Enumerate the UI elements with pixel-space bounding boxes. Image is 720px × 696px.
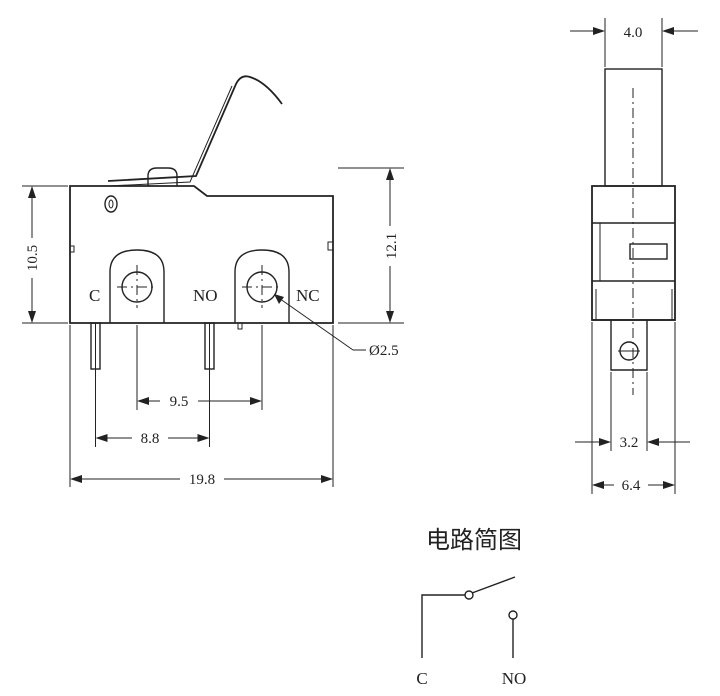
- dim-terminal-width: 3.2: [620, 435, 639, 451]
- terminal-nc-tab: [237, 322, 243, 330]
- dim-height-left: 10.5: [25, 245, 41, 271]
- front-view: C NO NC 10.5 12.1 Ø2.5 9.5: [22, 75, 404, 488]
- dim-lever-width: 4.0: [624, 25, 643, 41]
- circuit-switch-arm: [471, 576, 516, 594]
- mount-boss-left: [109, 249, 165, 323]
- label-c: C: [89, 286, 100, 305]
- circuit-pivot: [464, 590, 474, 600]
- circuit-label-no: NO: [502, 669, 527, 688]
- side-terminal: [610, 320, 648, 371]
- mount-boss-right: [234, 249, 290, 323]
- label-no: NO: [193, 286, 218, 305]
- pivot-hole: [104, 195, 118, 213]
- dim-body-width: 6.4: [622, 478, 641, 494]
- dim-pitch-no: 9.5: [170, 394, 189, 410]
- circuit-contact-no: [508, 610, 518, 620]
- switch-body: [69, 185, 334, 324]
- label-nc: NC: [296, 286, 320, 305]
- dim-height-right: 12.1: [384, 233, 400, 259]
- circuit-title: 电路简图: [426, 526, 522, 554]
- actuator-button: [147, 167, 178, 186]
- circuit-wire-c: [421, 594, 465, 658]
- dim-hole: Ø2.5: [369, 343, 399, 359]
- lever: [107, 75, 283, 182]
- dim-pitch-c: 8.8: [141, 431, 160, 447]
- circuit-label-c: C: [416, 669, 427, 688]
- dim-width: 19.8: [189, 472, 215, 488]
- circuit-diagram: 电路简图 C NO: [416, 526, 526, 688]
- side-view: 4.0 3.2 6.4: [570, 18, 698, 494]
